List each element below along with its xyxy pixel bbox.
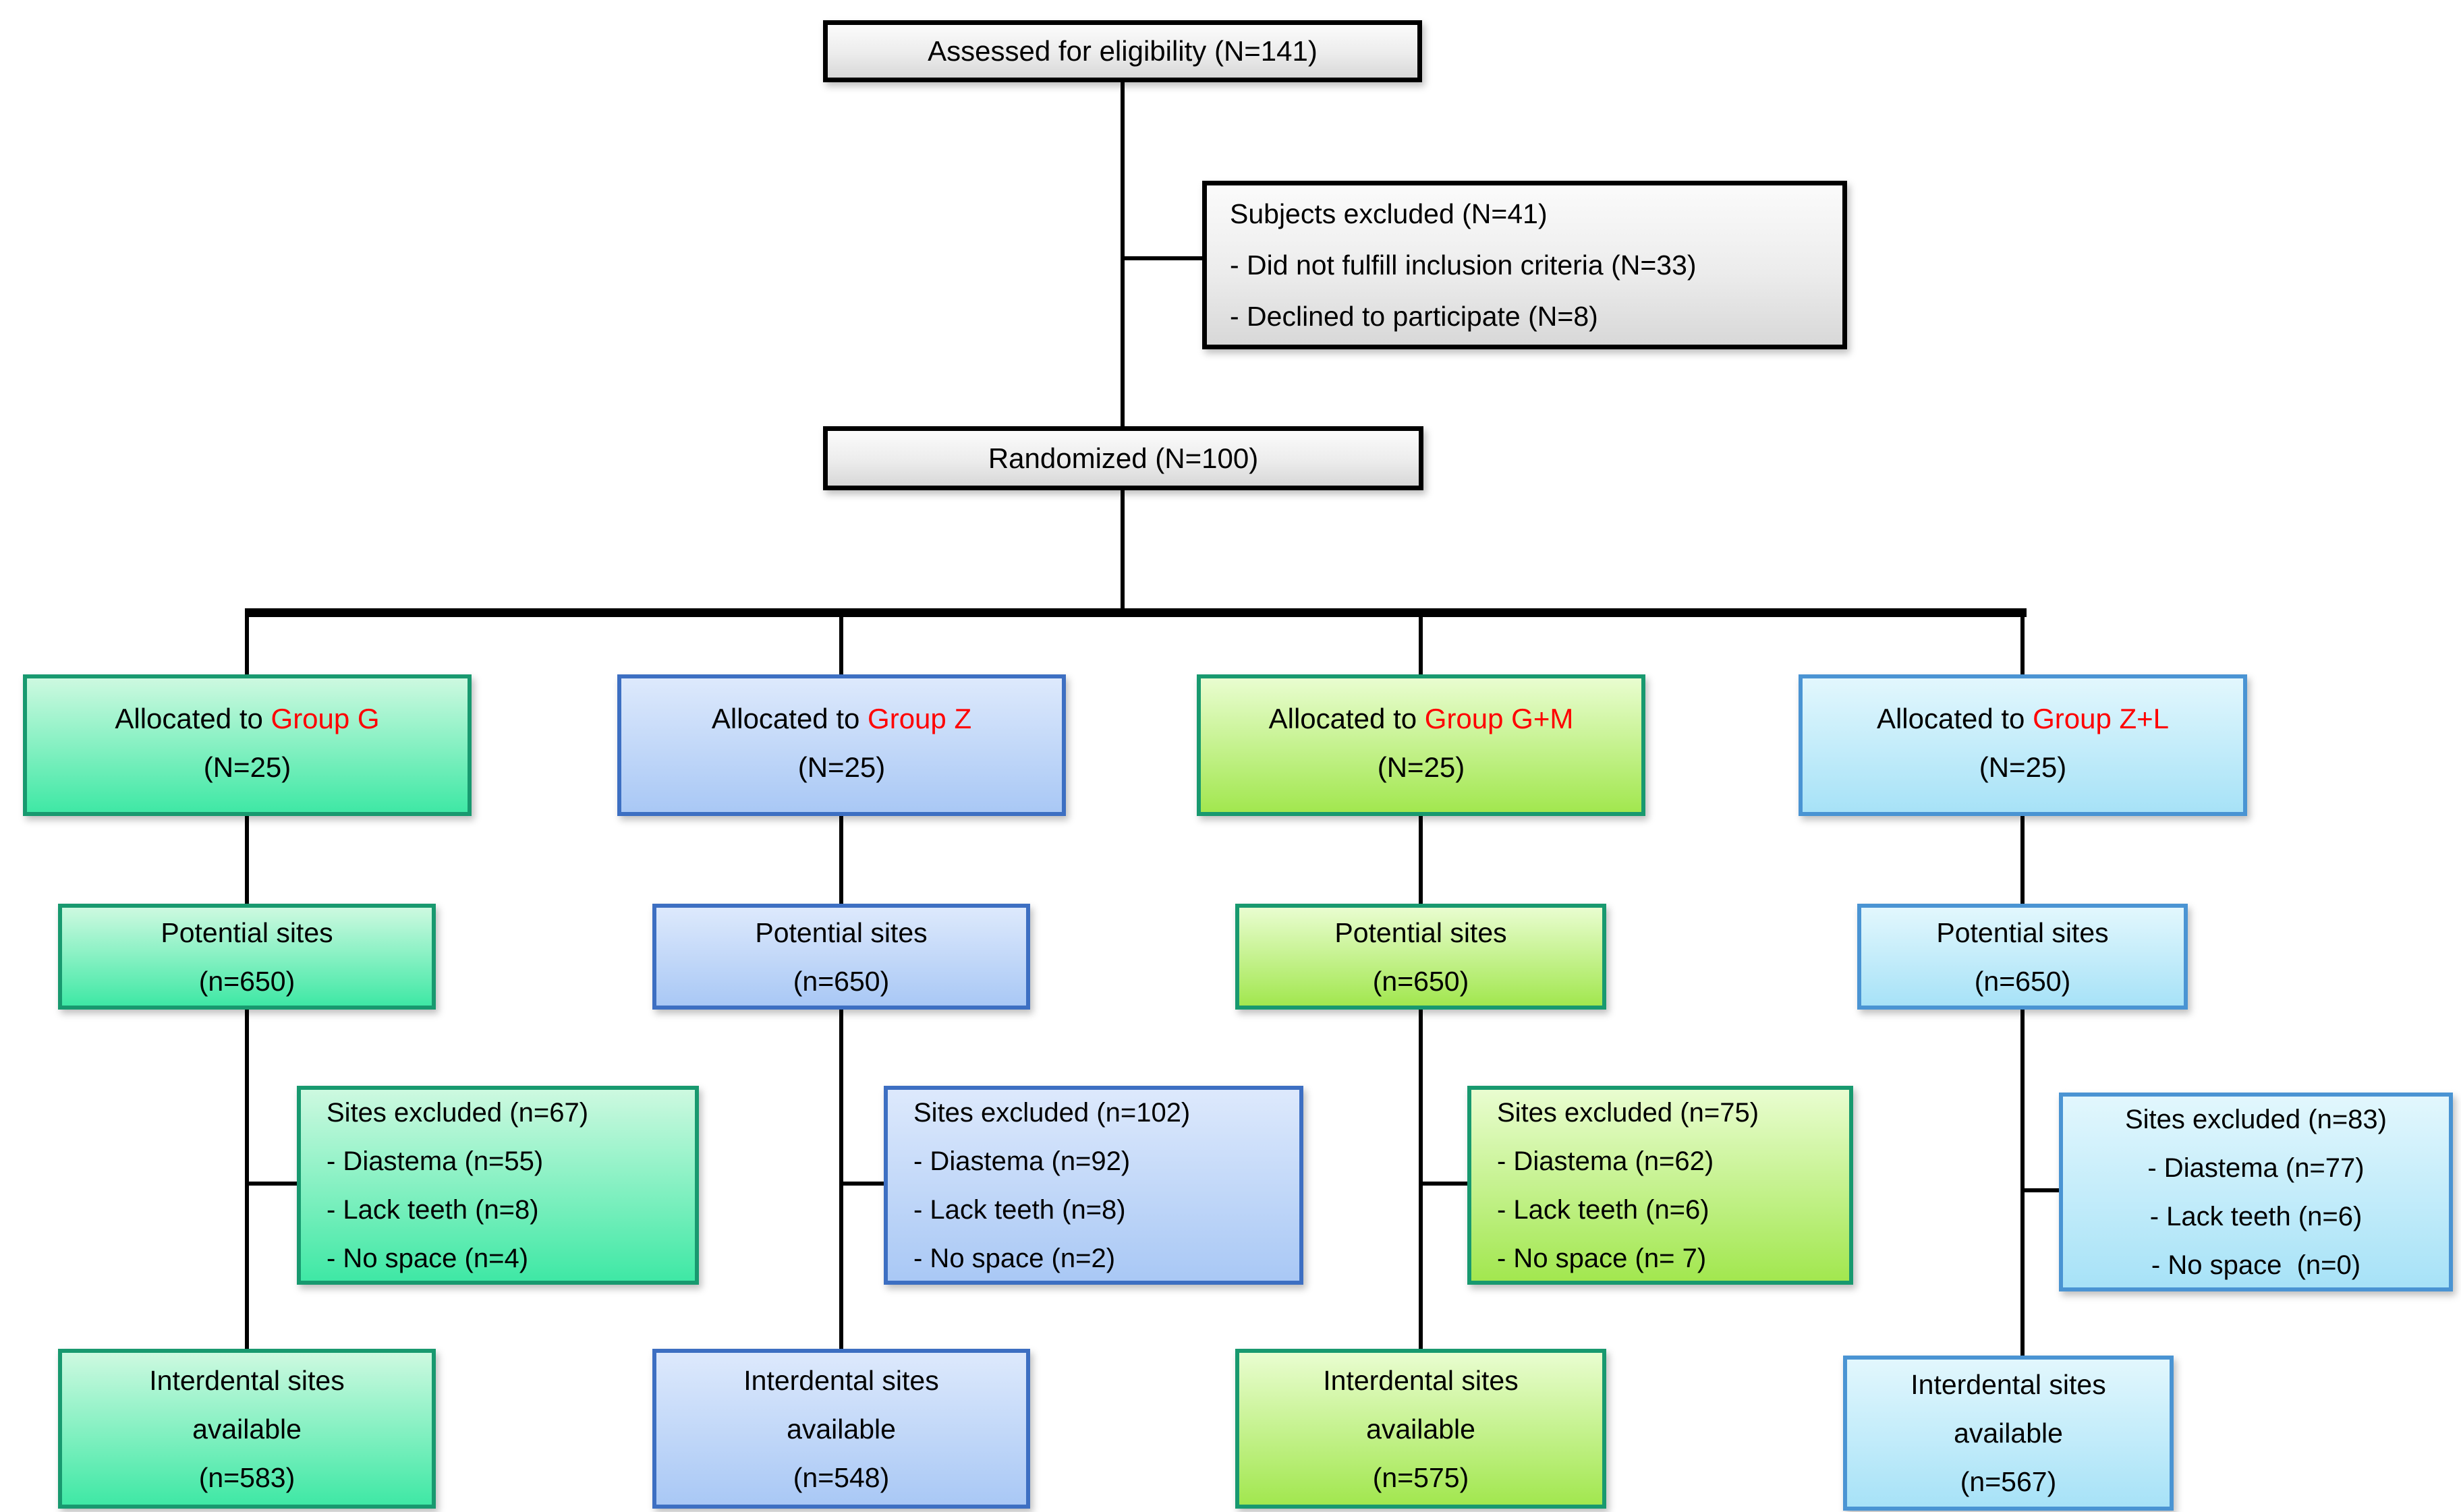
subjects-excluded-item: - Declined to participate (N=8) [1230,301,1598,332]
connector-alloc-potential [1419,816,1423,904]
available-line: Interdental sites [1911,1369,2106,1400]
connector-drop-group-z [839,616,843,674]
sites-excluded-box: Sites excluded (n=83) - Diastema (n=77) … [2059,1093,2453,1291]
sites-excluded-item: - Lack teeth (n=6) [2149,1201,2363,1231]
available-n: (n=548) [793,1461,890,1493]
randomized-box: Randomized (N=100) [823,426,1423,490]
sites-excluded-item: - No space (n=0) [2151,1250,2361,1280]
connector-drop-group-g-m [1419,616,1423,674]
assessed-eligibility-label: Assessed for eligibility (N=141) [928,35,1318,67]
allocated-title: Allocated to Group Z+L [1877,703,2169,735]
connector-potential-available [1419,1010,1423,1349]
connector-randomized-to-split [1121,490,1125,612]
connector-branch-sites-excluded [841,1182,885,1186]
subjects-excluded-box: Subjects excluded (N=41) - Did not fulfi… [1202,181,1847,349]
potential-sites-label: Potential sites [161,917,333,948]
available-line: available [787,1413,896,1445]
sites-excluded-item: - Diastema (n=55) [327,1146,544,1176]
sites-excluded-item: - No space (n=2) [913,1243,1116,1273]
subjects-excluded-item: - Did not fulfill inclusion criteria (N=… [1230,250,1697,281]
sites-excluded-title: Sites excluded (n=75) [1497,1097,1759,1128]
available-n: (n=567) [1960,1466,2057,1497]
sites-excluded-box: Sites excluded (n=102) - Diastema (n=92)… [884,1086,1303,1285]
allocated-group-name: Group G [271,703,380,734]
connector-potential-available [2020,1010,2025,1356]
connector-branch-subjects-excluded [1121,256,1204,260]
potential-sites-box: Potential sites (n=650) [652,904,1030,1010]
allocated-prefix: Allocated to [115,703,271,734]
sites-excluded-title: Sites excluded (n=83) [2124,1104,2387,1134]
allocated-title: Allocated to Group Z [712,703,971,735]
assessed-eligibility-box: Assessed for eligibility (N=141) [823,20,1422,82]
sites-excluded-item: - Diastema (n=62) [1497,1146,1714,1176]
sites-excluded-item: - No space (n=4) [327,1243,529,1273]
allocated-group-name: Group Z+L [2033,703,2170,734]
allocated-box: Allocated to Group G (N=25) [23,674,472,816]
allocated-prefix: Allocated to [1268,703,1425,734]
connector-branch-sites-excluded [2022,1188,2060,1192]
sites-excluded-box: Sites excluded (n=75) - Diastema (n=62) … [1467,1086,1853,1285]
allocated-box: Allocated to Group G+M (N=25) [1197,674,1645,816]
available-n: (n=583) [198,1461,295,1493]
sites-excluded-item: - Diastema (n=77) [2147,1153,2365,1183]
allocated-prefix: Allocated to [1876,703,2033,734]
connector-alloc-potential [839,816,843,904]
allocated-n: (N=25) [797,751,886,783]
available-line: Interdental sites [149,1364,345,1396]
potential-sites-box: Potential sites (n=650) [58,904,436,1010]
potential-sites-box: Potential sites (n=650) [1235,904,1606,1010]
potential-sites-n: (n=650) [1372,965,1469,997]
available-line: Interdental sites [743,1364,939,1396]
allocated-n: (N=25) [1377,751,1465,783]
allocated-prefix: Allocated to [711,703,868,734]
sites-excluded-item: - Lack teeth (n=6) [1497,1194,1709,1225]
available-line: available [192,1413,302,1445]
connector-split-horizontal [245,608,2027,617]
potential-sites-label: Potential sites [1936,917,2109,948]
sites-excluded-title: Sites excluded (n=102) [913,1097,1191,1128]
sites-excluded-title: Sites excluded (n=67) [327,1097,589,1128]
interdental-available-box: Interdental sites available (n=583) [58,1349,436,1509]
potential-sites-n: (n=650) [793,965,890,997]
allocated-title: Allocated to Group G [115,703,379,735]
available-line: available [1366,1413,1475,1445]
sites-excluded-box: Sites excluded (n=67) - Diastema (n=55) … [297,1086,699,1285]
available-line: Interdental sites [1323,1364,1519,1396]
available-n: (n=575) [1372,1461,1469,1493]
subjects-excluded-title: Subjects excluded (N=41) [1230,198,1548,229]
connector-branch-sites-excluded [1421,1182,1469,1186]
allocated-box: Allocated to Group Z (N=25) [617,674,1066,816]
allocated-n: (N=25) [203,751,291,783]
connector-drop-group-z-l [2020,616,2025,674]
connector-branch-sites-excluded [247,1182,298,1186]
allocated-title: Allocated to Group G+M [1269,703,1574,735]
potential-sites-label: Potential sites [1334,917,1507,948]
potential-sites-box: Potential sites (n=650) [1857,904,2188,1010]
connector-alloc-potential [2020,816,2025,904]
connector-assessed-to-randomized [1121,82,1125,426]
sites-excluded-item: - Lack teeth (n=8) [327,1194,539,1225]
interdental-available-box: Interdental sites available (n=548) [652,1349,1030,1509]
connector-potential-available [839,1010,843,1349]
allocated-n: (N=25) [1979,751,2067,783]
connector-drop-group-g [245,616,249,674]
sites-excluded-item: - No space (n= 7) [1497,1243,1707,1273]
connector-alloc-potential [245,816,249,904]
potential-sites-n: (n=650) [198,965,295,997]
available-line: available [1954,1418,2063,1449]
potential-sites-label: Potential sites [755,917,928,948]
interdental-available-box: Interdental sites available (n=575) [1235,1349,1606,1509]
connector-potential-available [245,1010,249,1349]
interdental-available-box: Interdental sites available (n=567) [1843,1356,2174,1511]
allocated-box: Allocated to Group Z+L (N=25) [1799,674,2247,816]
potential-sites-n: (n=650) [1974,965,2071,997]
allocated-group-name: Group Z [868,703,972,734]
allocated-group-name: Group G+M [1424,703,1574,734]
sites-excluded-item: - Lack teeth (n=8) [913,1194,1126,1225]
randomized-label: Randomized (N=100) [988,442,1259,474]
sites-excluded-item: - Diastema (n=92) [913,1146,1131,1176]
